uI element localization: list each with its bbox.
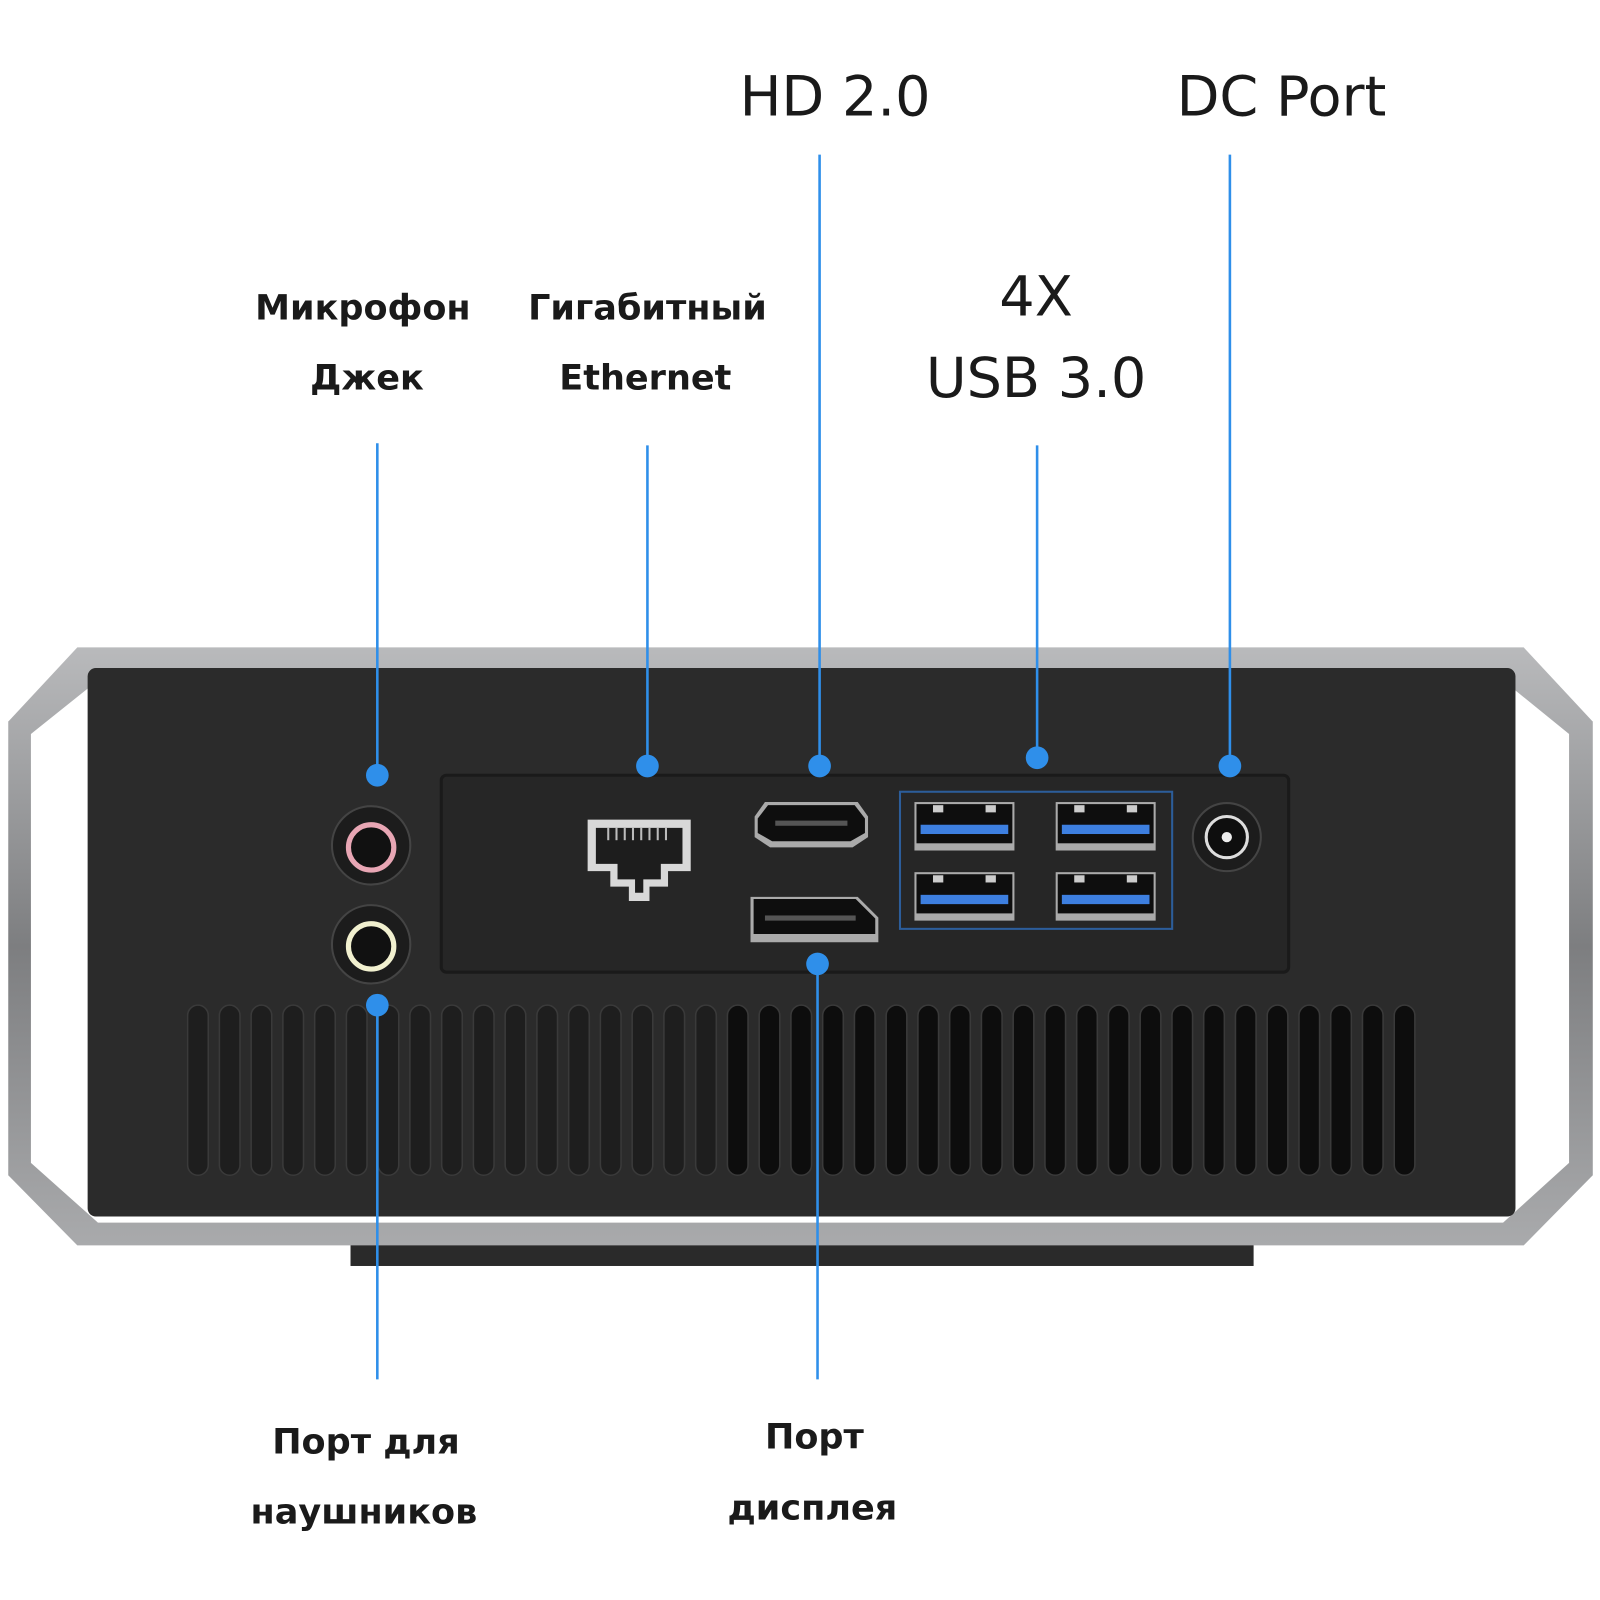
vent-slot	[1298, 1004, 1321, 1177]
vent-slot	[663, 1004, 686, 1177]
label-headphone-line1: Порт для	[272, 1422, 460, 1463]
ethernet-port	[587, 819, 691, 902]
label-mic-line2: Джек	[310, 358, 424, 399]
vent-slot	[1171, 1004, 1194, 1177]
usb-port	[914, 802, 1015, 851]
label-display-line2: дисплея	[727, 1488, 897, 1529]
callout-hdmi	[808, 154, 831, 778]
hdmi-port	[754, 802, 869, 848]
dc-power-jack	[1191, 802, 1262, 873]
label-usb-count: 4X	[999, 264, 1073, 329]
vent-slot	[853, 1004, 876, 1177]
vent-slot	[694, 1004, 718, 1177]
mini-pc-rear	[8, 647, 1593, 1266]
vent-slot	[186, 1004, 210, 1177]
vent-slot	[282, 1004, 305, 1177]
vent-slot	[790, 1004, 813, 1177]
callout-headphone	[365, 993, 389, 1380]
vent-slot	[1075, 1004, 1099, 1177]
vent-slot	[917, 1004, 940, 1177]
vent-slot	[345, 1004, 368, 1177]
vent-slot	[1234, 1004, 1257, 1177]
vent-slot	[726, 1004, 749, 1177]
label-ethernet-line2: Ethernet	[559, 358, 731, 399]
vent-slot	[1329, 1004, 1353, 1177]
vent-slot	[1044, 1004, 1067, 1177]
vent-slot	[1202, 1004, 1226, 1177]
vent-slot	[440, 1004, 464, 1177]
callout-mic	[365, 443, 389, 787]
vent-slot	[821, 1004, 845, 1177]
headphone-jack	[330, 904, 412, 985]
vent-slot	[1393, 1004, 1416, 1177]
vent-slot	[1361, 1004, 1384, 1177]
vent-slot	[599, 1004, 622, 1177]
vent-slot	[313, 1004, 337, 1177]
label-usb: USB 3.0	[926, 346, 1146, 411]
io-plate	[439, 773, 1291, 974]
label-mic-line1: Микрофон	[255, 288, 470, 329]
vent-slot	[1012, 1004, 1035, 1177]
usb-port	[914, 872, 1015, 921]
callout-usb	[1025, 445, 1049, 770]
callout-ethernet	[636, 445, 659, 778]
label-hdmi: HD 2.0	[740, 64, 931, 129]
label-ethernet-line1: Гигабитный	[528, 288, 767, 329]
vent-slot	[948, 1004, 972, 1177]
vent-slot	[536, 1004, 559, 1177]
label-headphone-line2: наушников	[251, 1492, 478, 1533]
vent-slot	[980, 1004, 1003, 1177]
label-dc-port: DC Port	[1177, 64, 1387, 129]
vent-slot	[504, 1004, 527, 1177]
vent-grille	[186, 1004, 1416, 1177]
vent-slot	[885, 1004, 908, 1177]
vent-slot	[1139, 1004, 1162, 1177]
vent-slot	[631, 1004, 654, 1177]
callout-dc	[1218, 154, 1242, 778]
vent-slot	[377, 1004, 400, 1177]
vent-slot	[1266, 1004, 1289, 1177]
mic-jack	[330, 805, 412, 886]
label-display-line1: Порт	[765, 1416, 864, 1457]
vent-slot	[218, 1004, 241, 1177]
callout-displayport	[806, 952, 829, 1380]
usb-port	[1055, 872, 1156, 921]
vent-slot	[250, 1004, 273, 1177]
usb-group-outline	[898, 790, 1174, 930]
displayport-port	[750, 896, 879, 943]
vent-slot	[758, 1004, 781, 1177]
vent-slot	[409, 1004, 432, 1177]
vent-slot	[1107, 1004, 1130, 1177]
usb-port	[1055, 802, 1156, 851]
vent-slot	[472, 1004, 495, 1177]
vent-slot	[567, 1004, 591, 1177]
